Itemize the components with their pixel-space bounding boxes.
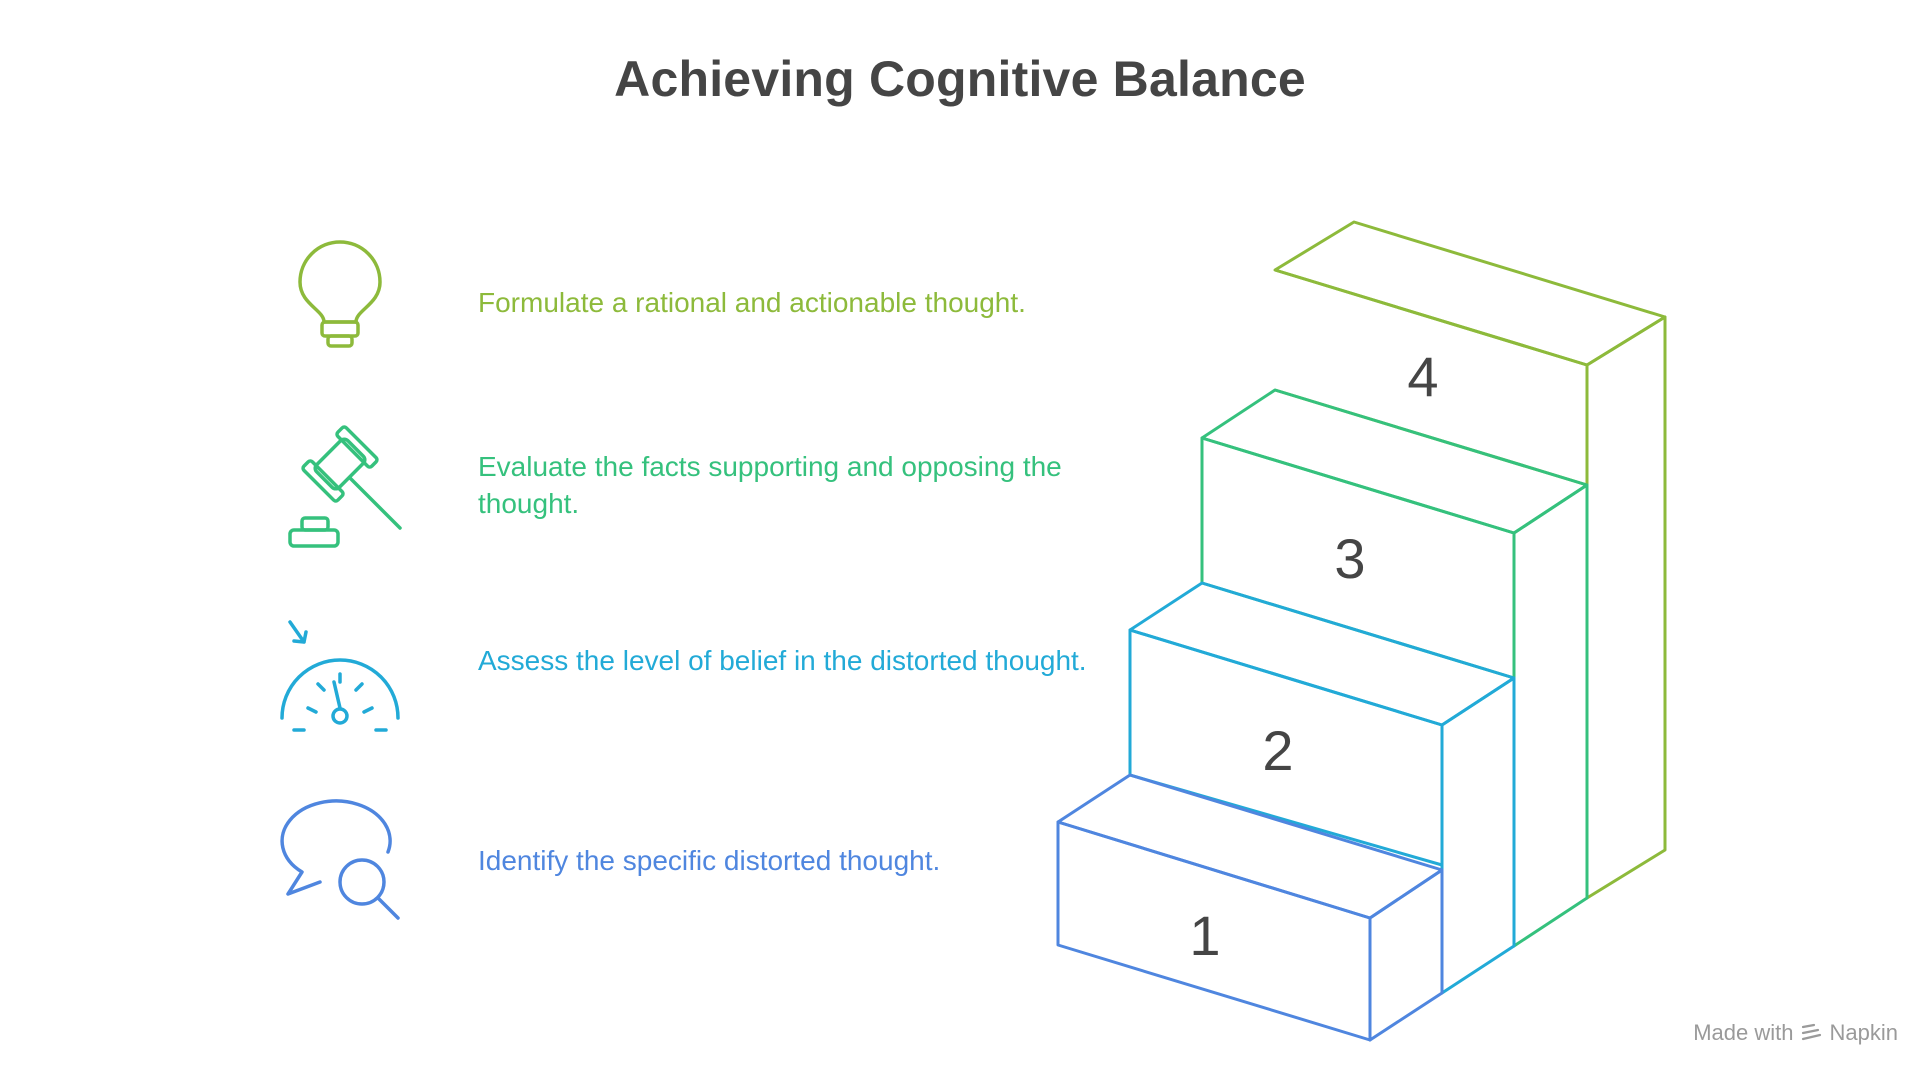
- step-number-3: 3: [1334, 527, 1365, 590]
- napkin-logo-icon: [1801, 1023, 1821, 1041]
- step-4-text: Formulate a rational and actionable thou…: [478, 287, 1026, 318]
- stair-step-1: [1056, 773, 1444, 1042]
- page-title: Achieving Cognitive Balance: [614, 51, 1306, 107]
- step-number-4: 4: [1407, 345, 1438, 408]
- napkin-brand-label: Napkin: [1829, 1020, 1898, 1045]
- made-with-credit: Made with Napkin: [1693, 1020, 1898, 1046]
- step-number-2: 2: [1262, 719, 1293, 782]
- speech-bubble-search-icon: [270, 790, 410, 930]
- stair-step-3: [1200, 388, 1589, 948]
- step-number-1: 1: [1189, 904, 1220, 967]
- step-1-text: Identify the specific distorted thought.: [478, 845, 941, 876]
- light-bulb-icon: [270, 230, 410, 370]
- stair-step-4: [1273, 220, 1667, 900]
- gauge-meter-icon: [270, 612, 410, 752]
- stair-step-2: [1128, 581, 1516, 995]
- step-3-text: Evaluate the facts supporting and opposi…: [478, 451, 1062, 519]
- step-2-text: Assess the level of belief in the distor…: [478, 645, 1087, 676]
- made-with-label: Made with: [1693, 1020, 1794, 1045]
- gavel-icon: [270, 416, 410, 556]
